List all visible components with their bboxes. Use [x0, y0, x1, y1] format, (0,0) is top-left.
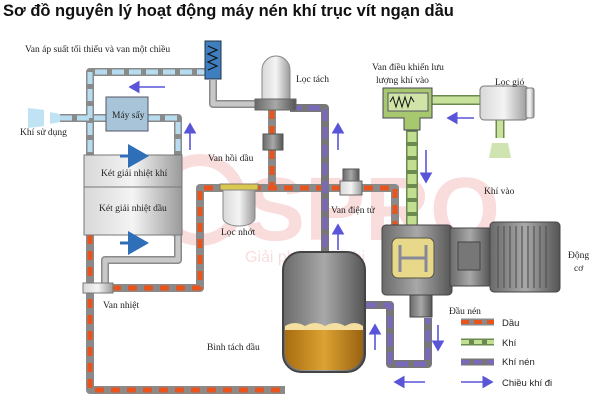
oil-return-valve — [262, 133, 284, 151]
air-intake-spray — [489, 143, 511, 158]
label-air-cooler: Két giải nhiệt khí — [101, 169, 168, 179]
label-separator-filter: Lọc tách — [296, 75, 329, 85]
label-oil-cooler: Két giải nhiệt dầu — [99, 203, 167, 214]
oil-filter — [219, 183, 259, 227]
legend-item-oil: Dầu — [461, 318, 519, 329]
dryer — [105, 96, 149, 132]
compressed-air-pipes — [290, 104, 432, 368]
label-air-in: Khí vào — [484, 187, 515, 197]
solenoid-valve — [339, 168, 363, 196]
separator-filter — [254, 55, 297, 111]
compressor-head — [381, 224, 453, 318]
legend-item-compressed-air: Khí nén — [461, 357, 535, 368]
label-air-use: Khí sử dụng — [20, 128, 67, 138]
clean-air-pipes — [60, 68, 256, 155]
oil-pipes — [86, 110, 399, 394]
label-oil-separator-tank: Bình tách dầu — [207, 342, 260, 353]
svg-text:Dầu: Dầu — [502, 318, 519, 329]
thermal-valve — [82, 282, 114, 294]
intake-air-pipes — [406, 95, 505, 232]
label-thermal-valve: Van nhiệt — [103, 301, 140, 311]
label-inlet-valve-line1: Van điều khiển lưu — [372, 62, 444, 73]
oil-separator-tank — [282, 251, 366, 373]
cooler-block — [83, 154, 183, 236]
legend: Dầu Khí Khí nén Chiều khí đi — [461, 318, 552, 389]
label-inlet-valve-line2: lượng khí vào — [376, 76, 429, 86]
air-filter — [479, 85, 535, 121]
label-solenoid-valve: Van điện tử — [331, 206, 376, 216]
air-outlet-spray — [28, 108, 60, 128]
min-pressure-valve — [204, 40, 222, 80]
label-compressor-head: Đầu nén — [449, 306, 481, 317]
svg-text:Khí: Khí — [502, 338, 517, 349]
label-min-pressure-valve: Van áp suất tối thiểu và van một chiều — [25, 44, 170, 55]
svg-text:Khí nén: Khí nén — [502, 357, 535, 368]
legend-item-air: Khí — [461, 338, 517, 349]
label-motor-line1: Động — [568, 251, 589, 261]
legend-item-flow-direction: Chiều khí đi — [461, 375, 552, 389]
flow-arrows — [120, 80, 474, 389]
inlet-control-valve — [382, 87, 433, 131]
diagram-title: Sơ đồ nguyên lý hoạt động máy nén khí tr… — [3, 2, 454, 20]
svg-text:Chiều khí đi: Chiều khí đi — [502, 378, 552, 389]
label-dryer: Máy sấy — [112, 110, 145, 121]
label-oil-return-valve: Van hồi dầu — [208, 153, 254, 164]
motor — [449, 221, 561, 293]
label-oil-filter: Lọc nhớt — [221, 228, 256, 238]
label-air-filter: Lọc gió — [495, 78, 525, 88]
label-motor-line2: cơ — [574, 264, 584, 274]
